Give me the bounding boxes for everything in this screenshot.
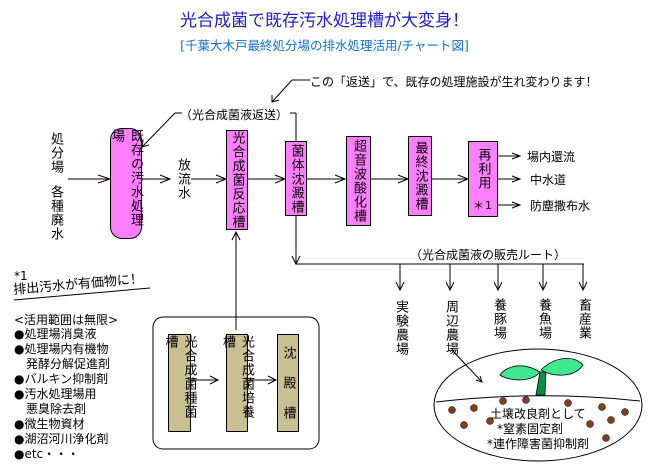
final-sedimentation-tank-box: 最終沈澱槽 <box>408 136 432 216</box>
usage-item: 悪臭除去剤 <box>14 402 87 416</box>
soil-text-line3: *連作障害菌抑制剤 <box>487 437 590 451</box>
usage-item: ●微生物資材 <box>14 417 85 431</box>
settling-tank-box: 沈 殿 槽 <box>277 334 299 432</box>
reuse-output-item: 防塵撒布水 <box>530 199 591 213</box>
return-label: （光合成菌液返送） <box>180 108 289 122</box>
discharge-label: 放流水 <box>175 158 190 200</box>
sales-route-item: 畜産業 <box>576 298 591 340</box>
reuse-output-item: 場内還流 <box>527 150 576 164</box>
sales-route-label: （光合成菌液の販売ルート） <box>410 248 567 262</box>
return-annotation: この「返送」で、既存の処理施設が生れ変わります！ <box>310 75 598 89</box>
sales-route-item: 養魚場 <box>536 298 551 340</box>
reuse-output-item: 中水道 <box>530 173 567 187</box>
usage-item: ●バルキン抑制剤 <box>14 372 109 386</box>
sedimentation-tank-box: 菌体沈澱槽 <box>285 141 307 216</box>
input-label-wastewater: 各種廃水 <box>48 185 63 241</box>
sales-route-item: 実験農場 <box>393 300 408 356</box>
sales-route-item: 養豚場 <box>491 298 506 340</box>
usage-range-title: <活用範囲は無限> <box>14 313 119 327</box>
culture-tank-box: 光合成菌培養槽 <box>220 334 254 432</box>
ultrasonic-oxidation-tank-box: 超音波酸化槽 <box>346 136 371 226</box>
existing-treatment-plant-box: 既存の汚水処理場 <box>109 128 143 239</box>
usage-item: ●湖沼河川浄化剤 <box>14 432 109 446</box>
soil-text-line1: 土壌改良剤として <box>490 407 586 421</box>
usage-list: ●処理場消臭液 ●処理場内有機物 発酵分解促進剤 ●バルキン抑制剤 ●汚水処理場… <box>14 327 110 462</box>
page-subtitle: [千葉大木戸最終処分場の排水処理活用/チャート図] <box>180 38 469 53</box>
footnote-marker: *1 <box>14 269 28 283</box>
reuse-box: 再利用 ＊1 <box>468 141 498 217</box>
input-label-landfill: 処分場 <box>48 132 63 174</box>
soil-text-line2: *窒素固定剤 <box>497 422 564 436</box>
page-title: 光合成菌で既存汚水処理槽が大変身！ <box>180 11 469 31</box>
usage-item: ●etc・・・ <box>14 447 80 461</box>
usage-item: ●処理場消臭液 <box>14 327 97 341</box>
reaction-tank-box: 光合成菌反応槽 <box>226 130 248 230</box>
sales-route-item: 周辺農場 <box>443 300 458 356</box>
soil-particles <box>448 396 629 442</box>
seed-culture-tank-box: 光合成菌種菌槽 <box>163 334 197 432</box>
usage-item: ●汚水処理場用 <box>14 387 97 401</box>
usage-item: ●処理場内有機物 <box>14 342 109 356</box>
sprout-icon <box>499 358 584 396</box>
usage-item: 発酵分解促進剤 <box>14 357 111 371</box>
